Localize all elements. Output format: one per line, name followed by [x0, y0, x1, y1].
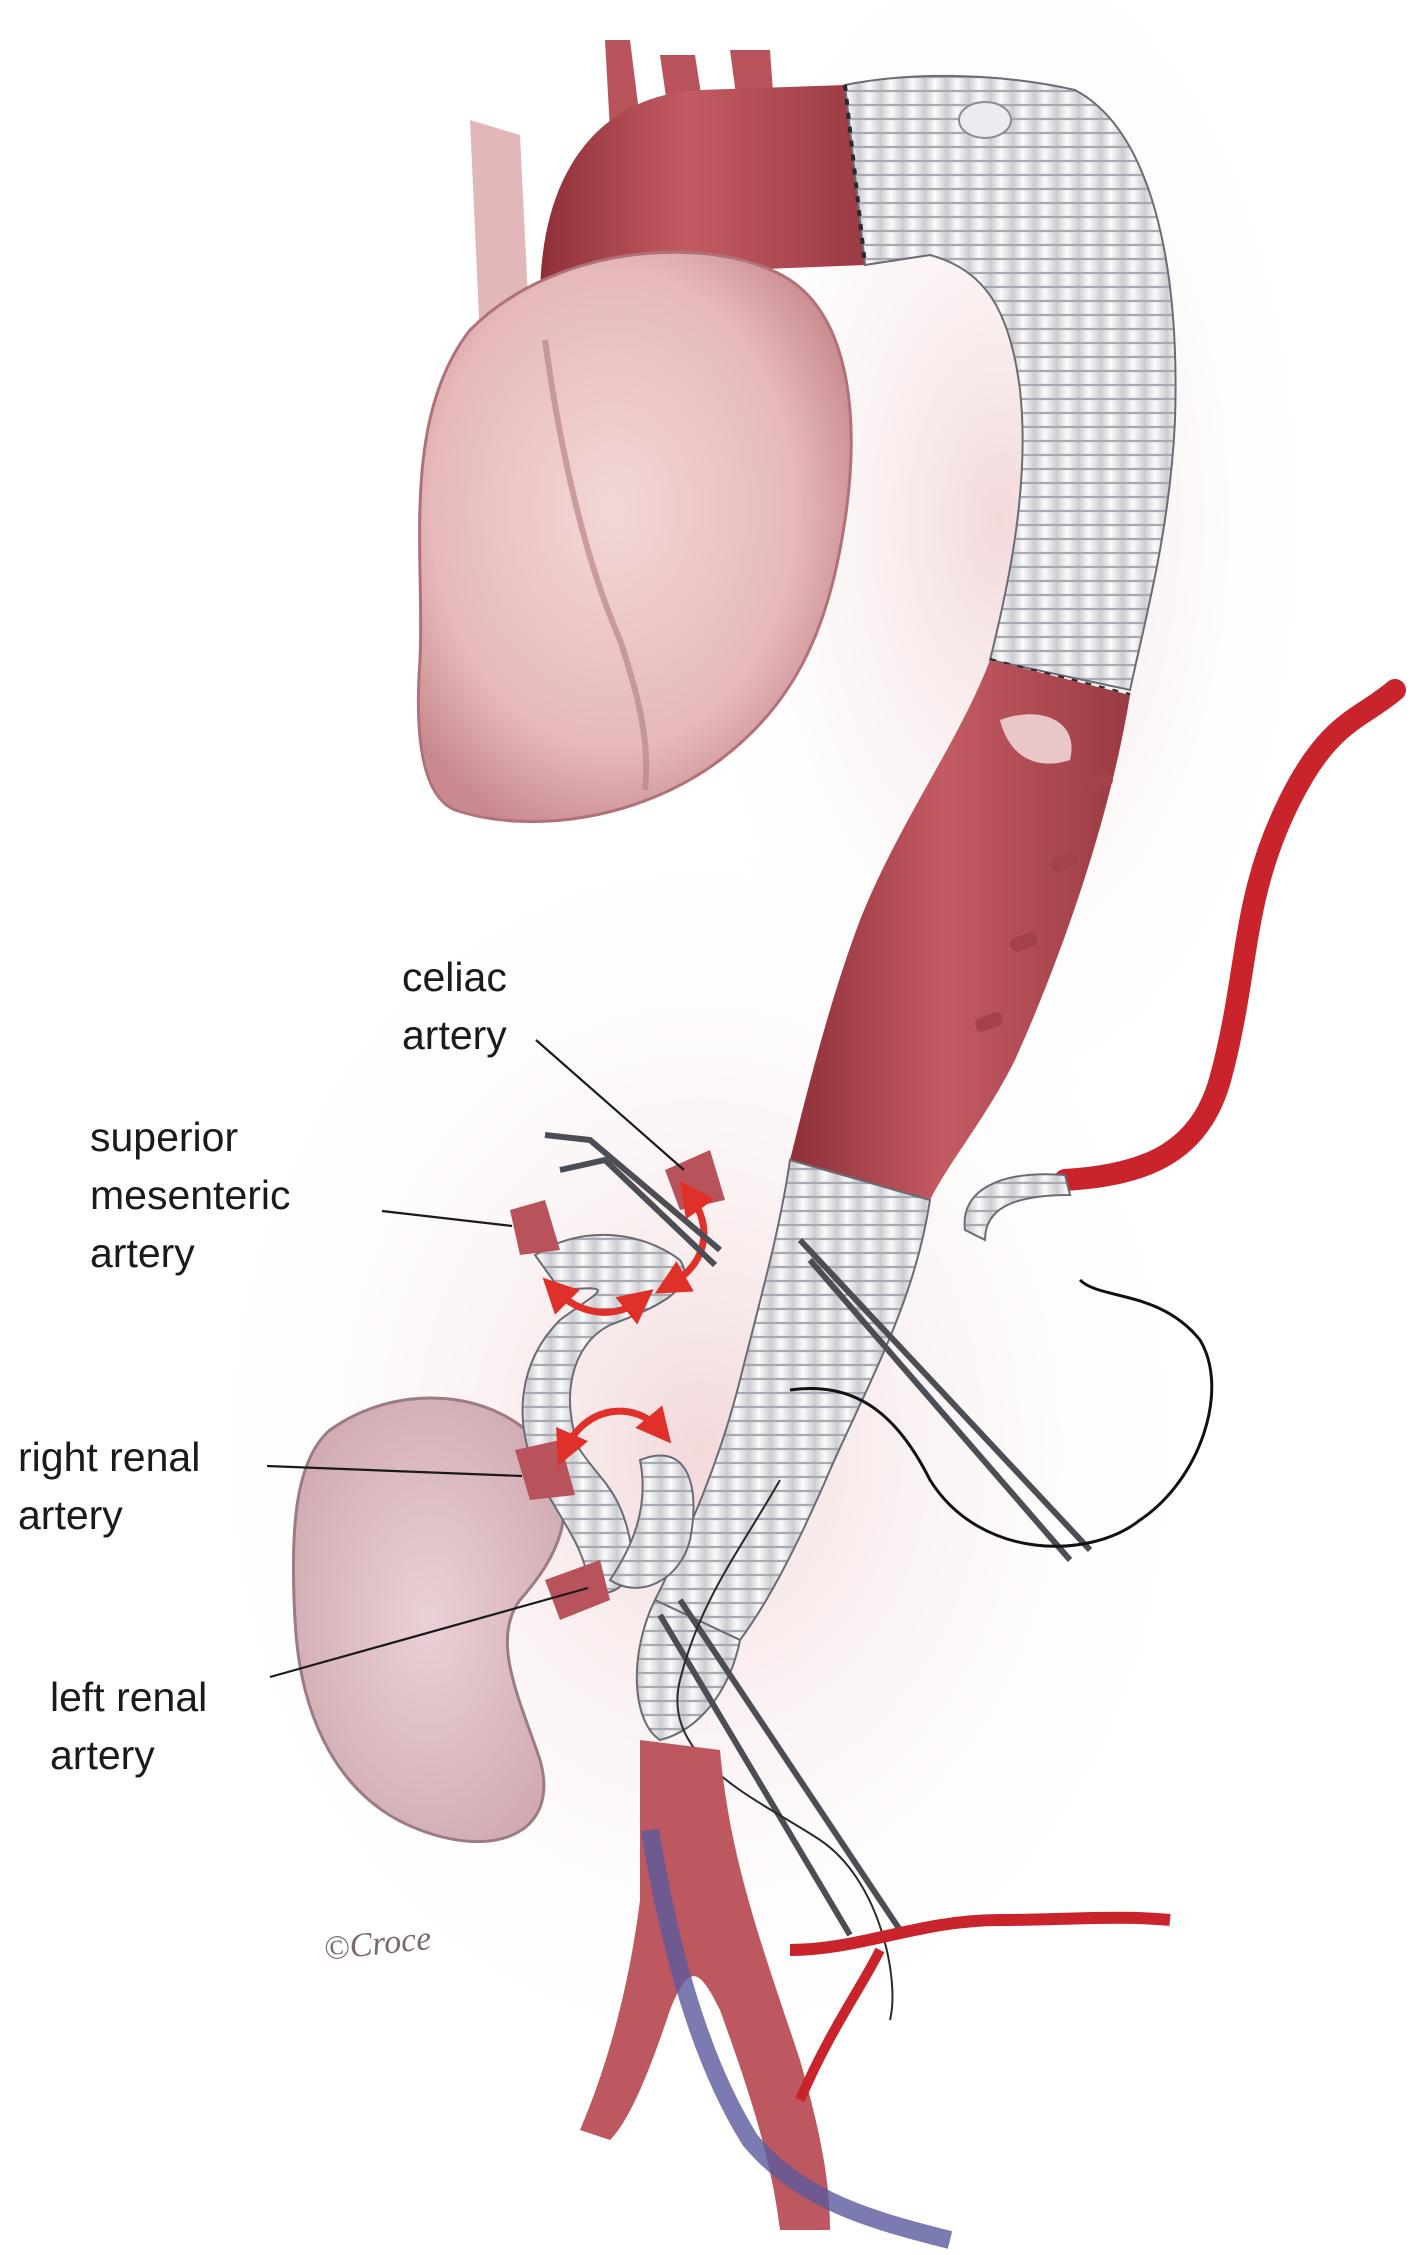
- label-sma-line2: mesenteric: [90, 1172, 291, 1218]
- label-right-renal-artery: right renal artery: [18, 1428, 200, 1544]
- label-left-renal-line1: left renal: [50, 1674, 208, 1720]
- leader-line-right-renal: [266, 1464, 523, 1478]
- label-right-renal-line1: right renal: [18, 1434, 201, 1480]
- rotation-arrow-renal: [556, 1405, 672, 1466]
- leader-line-sma: [381, 1209, 513, 1228]
- label-celiac-line2: artery: [402, 1012, 507, 1058]
- leader-lines: [266, 1039, 685, 1679]
- leader-line-left-renal: [269, 1586, 589, 1679]
- heart: [416, 250, 853, 823]
- vena-cava: [470, 120, 530, 340]
- proximal-suture-line: [843, 84, 867, 266]
- renal-branch-graft: [608, 1454, 695, 1589]
- sma-stub: [510, 1200, 560, 1255]
- aortic-opening: [1000, 714, 1072, 764]
- heart-groove: [542, 339, 650, 791]
- aortic-bifurcation: [580, 1740, 830, 2230]
- branch-artery-red: [789, 1911, 1171, 1956]
- intercostal-stumps: [975, 772, 1113, 1032]
- descending-aorta: [790, 660, 1130, 1200]
- rotation-arrow-celiac: [654, 1180, 715, 1294]
- thoracic-graft: [843, 74, 1177, 692]
- branch-artery-red-lower: [795, 1947, 885, 2102]
- perfusion-graft-stub: [963, 1173, 1072, 1242]
- label-left-renal-artery: left renal artery: [50, 1668, 207, 1784]
- label-superior-mesenteric-artery: superior mesenteric artery: [90, 1108, 291, 1282]
- rotation-arrow-sma: [542, 1277, 654, 1325]
- rotation-arrows: [542, 1180, 715, 1466]
- label-sma-line3: artery: [90, 1230, 195, 1276]
- label-left-renal-line2: artery: [50, 1732, 155, 1778]
- suture-thread: [789, 1278, 1214, 1548]
- perfusion-line: [1054, 679, 1406, 1191]
- label-right-renal-line2: artery: [18, 1492, 123, 1538]
- vascular-clamp-upper: [544, 1132, 1093, 1562]
- leader-line-celiac: [535, 1039, 685, 1171]
- iliac-vein: [641, 1828, 953, 2249]
- vascular-clamp-lower: [657, 1598, 903, 1937]
- label-celiac-artery: celiac artery: [402, 948, 507, 1064]
- graft-side-port: [958, 101, 1012, 139]
- label-celiac-line1: celiac: [402, 954, 507, 1000]
- label-sma-line1: superior: [90, 1114, 239, 1160]
